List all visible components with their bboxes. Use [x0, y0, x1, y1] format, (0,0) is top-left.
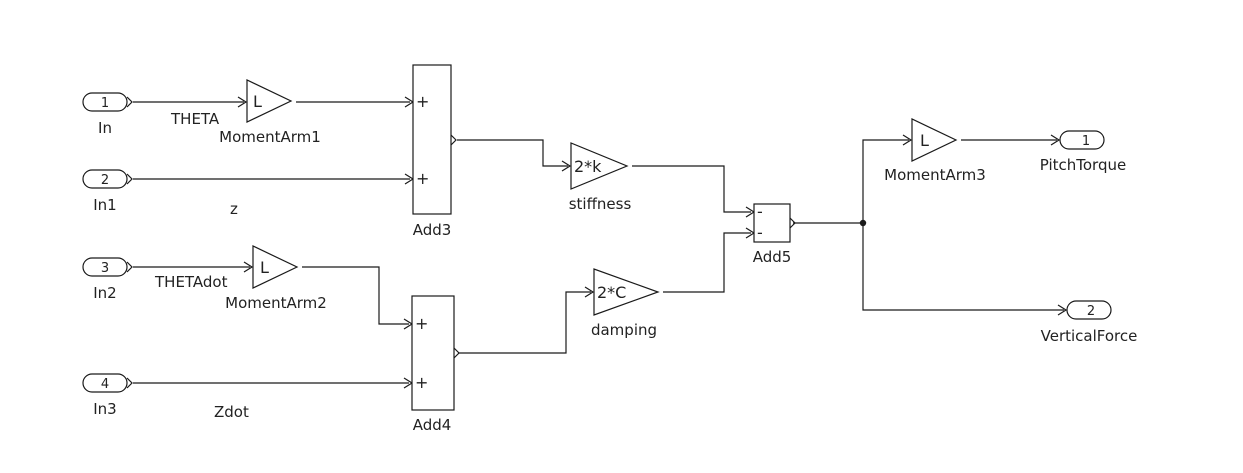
gain-name: damping	[591, 321, 657, 339]
arrowhead	[584, 286, 595, 298]
arrowhead	[1050, 134, 1061, 146]
branch-point	[859, 219, 867, 227]
inport-label: In2	[93, 284, 116, 302]
signal-label-z: z	[230, 200, 238, 218]
sum-sign: +	[415, 373, 428, 392]
inport-number: 3	[101, 261, 109, 276]
gain-value: L	[253, 92, 262, 111]
wire-damping-to-add5[interactable]	[663, 232, 751, 293]
sum-sign: +	[416, 169, 429, 188]
outport-label: PitchTorque	[1040, 156, 1126, 174]
gain-block-momentarm1[interactable]: L MomentArm1	[219, 79, 321, 146]
signal-label-thetadot: THETAdot	[154, 273, 228, 291]
signal-lines	[133, 101, 1064, 384]
inport-number: 4	[101, 377, 109, 392]
gain-block-stiffness[interactable]: 2*k stiffness	[569, 142, 632, 213]
outport-number: 2	[1087, 304, 1095, 319]
inport-in3[interactable]: 4 In3	[82, 373, 133, 418]
gain-value: L	[260, 258, 269, 277]
sum-sign: -	[757, 223, 763, 242]
gain-name: MomentArm3	[884, 166, 986, 184]
arrowhead	[243, 261, 254, 273]
gain-value: L	[920, 131, 929, 150]
inport-label: In	[98, 119, 112, 137]
inport-label: In3	[93, 400, 116, 418]
gain-block-momentarm3[interactable]: L MomentArm3	[884, 118, 986, 184]
sum-name: Add3	[413, 221, 452, 239]
sum-sign: +	[416, 92, 429, 111]
wire-add4-to-damping[interactable]	[458, 291, 591, 354]
inport-in[interactable]: 1 In	[82, 92, 133, 137]
sum-block-add5[interactable]: - - Add5	[753, 202, 796, 266]
arrowhead	[237, 96, 248, 108]
inport-label: In1	[93, 196, 116, 214]
wire-stiffness-to-add5[interactable]	[632, 165, 751, 213]
arrowhead	[902, 134, 913, 146]
sum-name: Add4	[413, 416, 452, 434]
outport-pitchtorque[interactable]: 1 PitchTorque	[1040, 130, 1126, 174]
sum-block-add3[interactable]: + + Add3	[412, 64, 457, 239]
wire-branch-to-momentarm3[interactable]	[862, 139, 909, 223]
gain-name: MomentArm2	[225, 294, 327, 312]
gain-block-momentarm2[interactable]: L MomentArm2	[225, 245, 327, 312]
wire-momentarm2-to-add4[interactable]	[302, 266, 409, 325]
gain-block-damping[interactable]: 2*C damping	[591, 268, 660, 339]
arrowhead	[561, 160, 572, 172]
gain-name: stiffness	[569, 195, 632, 213]
sum-sign: -	[757, 202, 763, 221]
inport-in1[interactable]: 2 In1	[82, 169, 133, 214]
inport-number: 1	[101, 96, 109, 111]
inport-in2[interactable]: 3 In2	[82, 257, 133, 302]
arrowhead	[1057, 304, 1068, 316]
signal-label-zdot: Zdot	[214, 403, 249, 421]
signal-label-theta: THETA	[170, 110, 220, 128]
outport-label: VerticalForce	[1041, 327, 1138, 345]
gain-value: 2*k	[574, 157, 602, 176]
sum-block-add4[interactable]: + + Add4	[411, 295, 460, 434]
gain-value: 2*C	[597, 283, 626, 302]
outport-number: 1	[1082, 134, 1090, 149]
sum-name: Add5	[753, 248, 792, 266]
outport-verticalforce[interactable]: 2 VerticalForce	[1041, 300, 1138, 345]
wire-branch-to-verticalforce[interactable]	[862, 223, 1064, 311]
inport-number: 2	[101, 173, 109, 188]
sum-sign: +	[415, 314, 428, 333]
gain-name: MomentArm1	[219, 128, 321, 146]
wire-add3-to-stiffness[interactable]	[457, 139, 568, 167]
